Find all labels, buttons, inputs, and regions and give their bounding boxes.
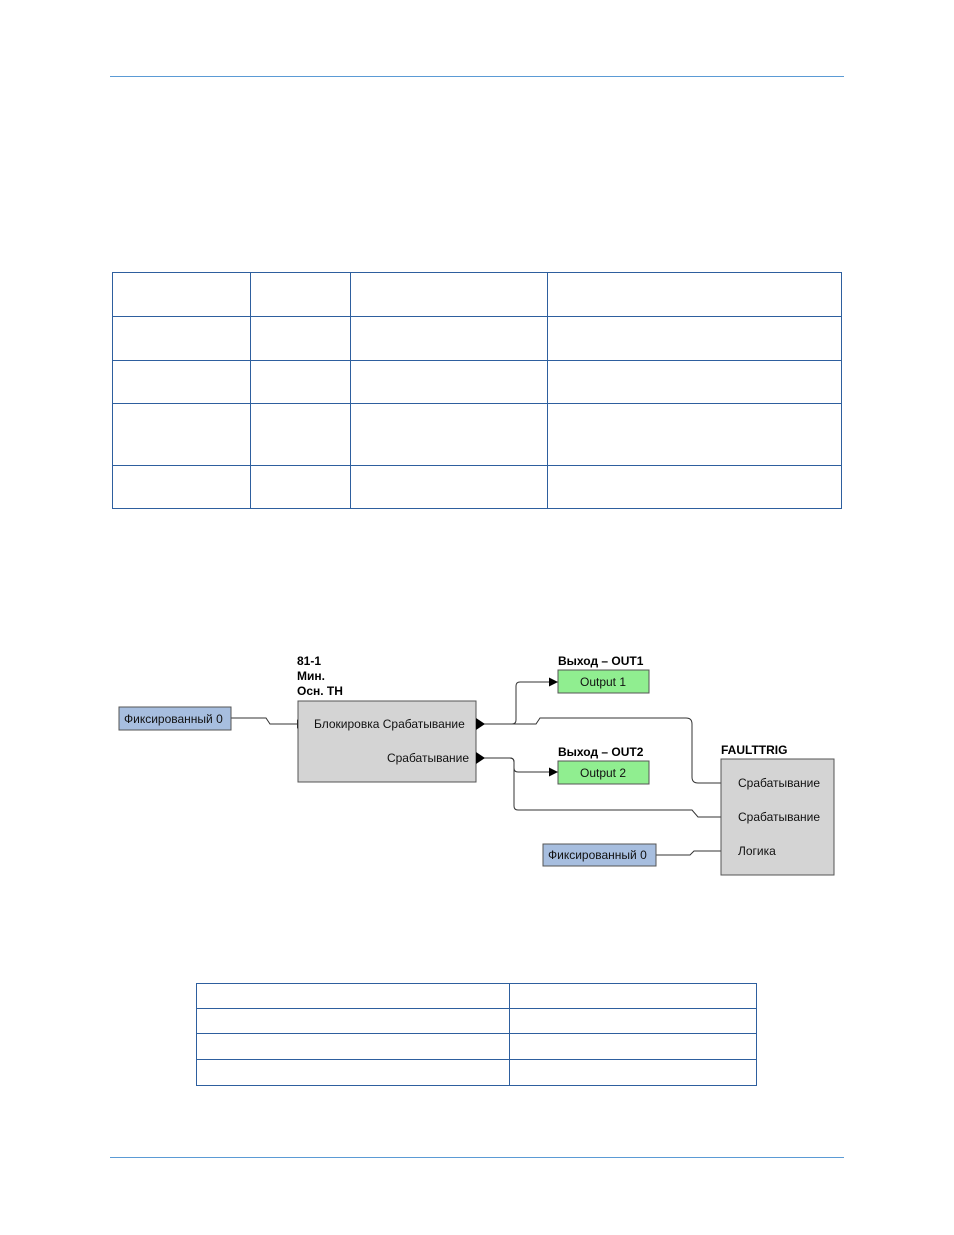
- block-title-line1: 81-1: [297, 654, 321, 668]
- out1-title: Выход – OUT1: [558, 654, 644, 668]
- table-row: [195, 1008, 757, 1034]
- port-trip-label: Срабатывание: [387, 751, 469, 765]
- underfrequency-block[interactable]: Блокировка Срабатывание Срабатывание: [297, 700, 485, 783]
- wire-fixed0-to-block: [231, 717, 306, 729]
- output-port-arrow: [476, 752, 485, 764]
- out2-title: Выход – OUT2: [558, 745, 644, 759]
- output-1-label: Output 1: [580, 675, 626, 689]
- table-row: [112, 360, 842, 404]
- wire-fixed0-to-logic: [656, 846, 730, 856]
- faulttrig-title: FAULTTRIG: [721, 743, 787, 757]
- table-row: [112, 403, 842, 466]
- faulttrig-input3-label: Логика: [738, 844, 776, 858]
- output-port-arrow: [476, 718, 485, 730]
- faulttrig-input2-label: Срабатывание: [738, 810, 820, 824]
- wire-to-out2: [484, 757, 558, 777]
- wire-to-faulttrig-in1: [484, 717, 730, 788]
- table-row: [195, 983, 757, 1009]
- output-2-block[interactable]: Output 2: [557, 760, 650, 785]
- fixed-zero-label: Фиксированный 0: [124, 712, 223, 726]
- footer-rule: [110, 1157, 844, 1158]
- settings-table: [112, 272, 842, 509]
- table-row: [195, 1059, 757, 1086]
- faulttrig-input1-label: Срабатывание: [738, 776, 820, 790]
- table-row: [195, 1033, 757, 1060]
- logic-table: [195, 983, 757, 1086]
- table-row: [112, 465, 842, 509]
- table-row: [112, 272, 842, 317]
- header-rule: [110, 76, 844, 77]
- output-1-block[interactable]: Output 1: [557, 669, 650, 694]
- fixed-zero-label: Фиксированный 0: [548, 848, 647, 862]
- block-title-line3: Осн. TH: [297, 684, 343, 698]
- block-title-line2: Мин.: [297, 669, 325, 683]
- faulttrig-block[interactable]: Срабатывание Срабатывание Логика: [720, 758, 835, 876]
- output-2-label: Output 2: [580, 766, 626, 780]
- fixed-zero-block-right[interactable]: Фиксированный 0: [542, 843, 657, 867]
- wire-to-faulttrig-in2: [484, 757, 730, 822]
- port-block-trip-label: Блокировка Срабатывание: [314, 717, 465, 731]
- fixed-zero-block-left[interactable]: Фиксированный 0: [118, 706, 232, 731]
